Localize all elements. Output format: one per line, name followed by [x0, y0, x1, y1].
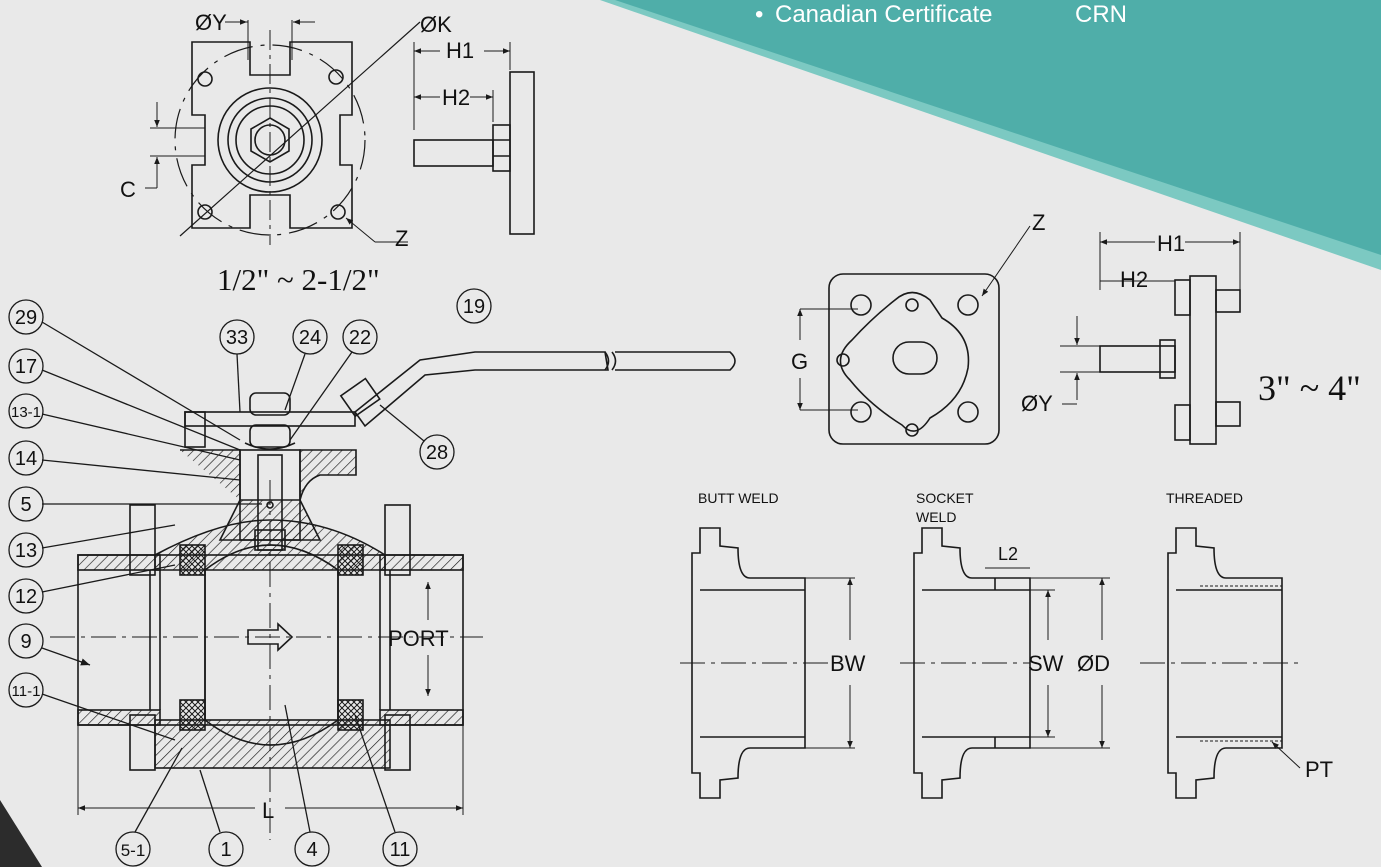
bw-label: BW [830, 651, 866, 676]
callout-17: 17 [15, 356, 37, 378]
dark-corner [0, 800, 42, 867]
certificate-line: • Canadian Certificate CRN [755, 1, 1127, 28]
callout-11-1: 11-1 [12, 683, 41, 700]
l2-label: L2 [998, 544, 1018, 564]
dia-y-label: ØY [195, 10, 227, 35]
h1-label-left: H1 [446, 38, 474, 63]
callout-33: 33 [226, 327, 248, 349]
g-label: G [791, 349, 808, 374]
z-label-left: Z [395, 226, 408, 251]
size-range-large: 3" ~ 4" [1258, 368, 1361, 408]
callout-24: 24 [299, 327, 321, 349]
socket-weld-title-2: WELD [916, 509, 956, 525]
h1-label-right: H1 [1157, 231, 1185, 256]
callout-29: 29 [15, 307, 37, 329]
port-label: PORT [388, 626, 449, 651]
callout-4: 4 [306, 839, 317, 861]
butt-weld-title: BUTT WELD [698, 490, 779, 506]
callout-5: 5 [20, 494, 31, 516]
callout-9: 9 [20, 631, 31, 653]
callouts [8, 288, 492, 867]
callout-28: 28 [426, 442, 448, 464]
od-label: ØD [1077, 651, 1110, 676]
callout-19: 19 [463, 296, 485, 318]
h2-label-left: H2 [442, 85, 470, 110]
callout-5-1: 5-1 [121, 841, 146, 860]
length-label: L [262, 798, 274, 823]
drawing-labels: ØY ØK C Z H1 H2 1/2" ~ 2-1/2" Z G ØY H1 … [11, 10, 1361, 861]
top-right-side-view [1060, 232, 1241, 445]
pt-label: PT [1305, 757, 1333, 782]
callout-13-1: 13-1 [11, 404, 41, 421]
dia-y-label-right: ØY [1021, 391, 1053, 416]
z-label-right: Z [1032, 210, 1045, 235]
top-left-side-view [413, 42, 535, 235]
c-label: C [120, 177, 136, 202]
dia-k-label: ØK [420, 12, 452, 37]
callout-13: 13 [15, 540, 37, 562]
certificate-text: Canadian Certificate [775, 1, 992, 28]
size-range-small: 1/2" ~ 2-1/2" [217, 262, 380, 297]
butt-weld-view [680, 527, 855, 799]
top-right-front-view [797, 225, 1031, 445]
certificate-bullet: • [755, 1, 763, 28]
callout-22: 22 [349, 327, 371, 349]
certificate-code: CRN [1075, 1, 1127, 28]
top-left-front-view [145, 19, 421, 245]
socket-weld-view [900, 527, 1110, 799]
callout-14: 14 [15, 448, 37, 470]
socket-weld-title-1: SOCKET [916, 490, 974, 506]
sw-label: SW [1028, 651, 1064, 676]
callout-11: 11 [390, 839, 411, 861]
h2-label-right: H2 [1120, 267, 1148, 292]
valve-section-view [50, 351, 736, 840]
threaded-view [1140, 527, 1301, 799]
teal-banner [600, 0, 1381, 270]
threaded-title: THREADED [1166, 490, 1243, 506]
callout-1: 1 [220, 839, 231, 861]
callout-12: 12 [15, 586, 37, 608]
